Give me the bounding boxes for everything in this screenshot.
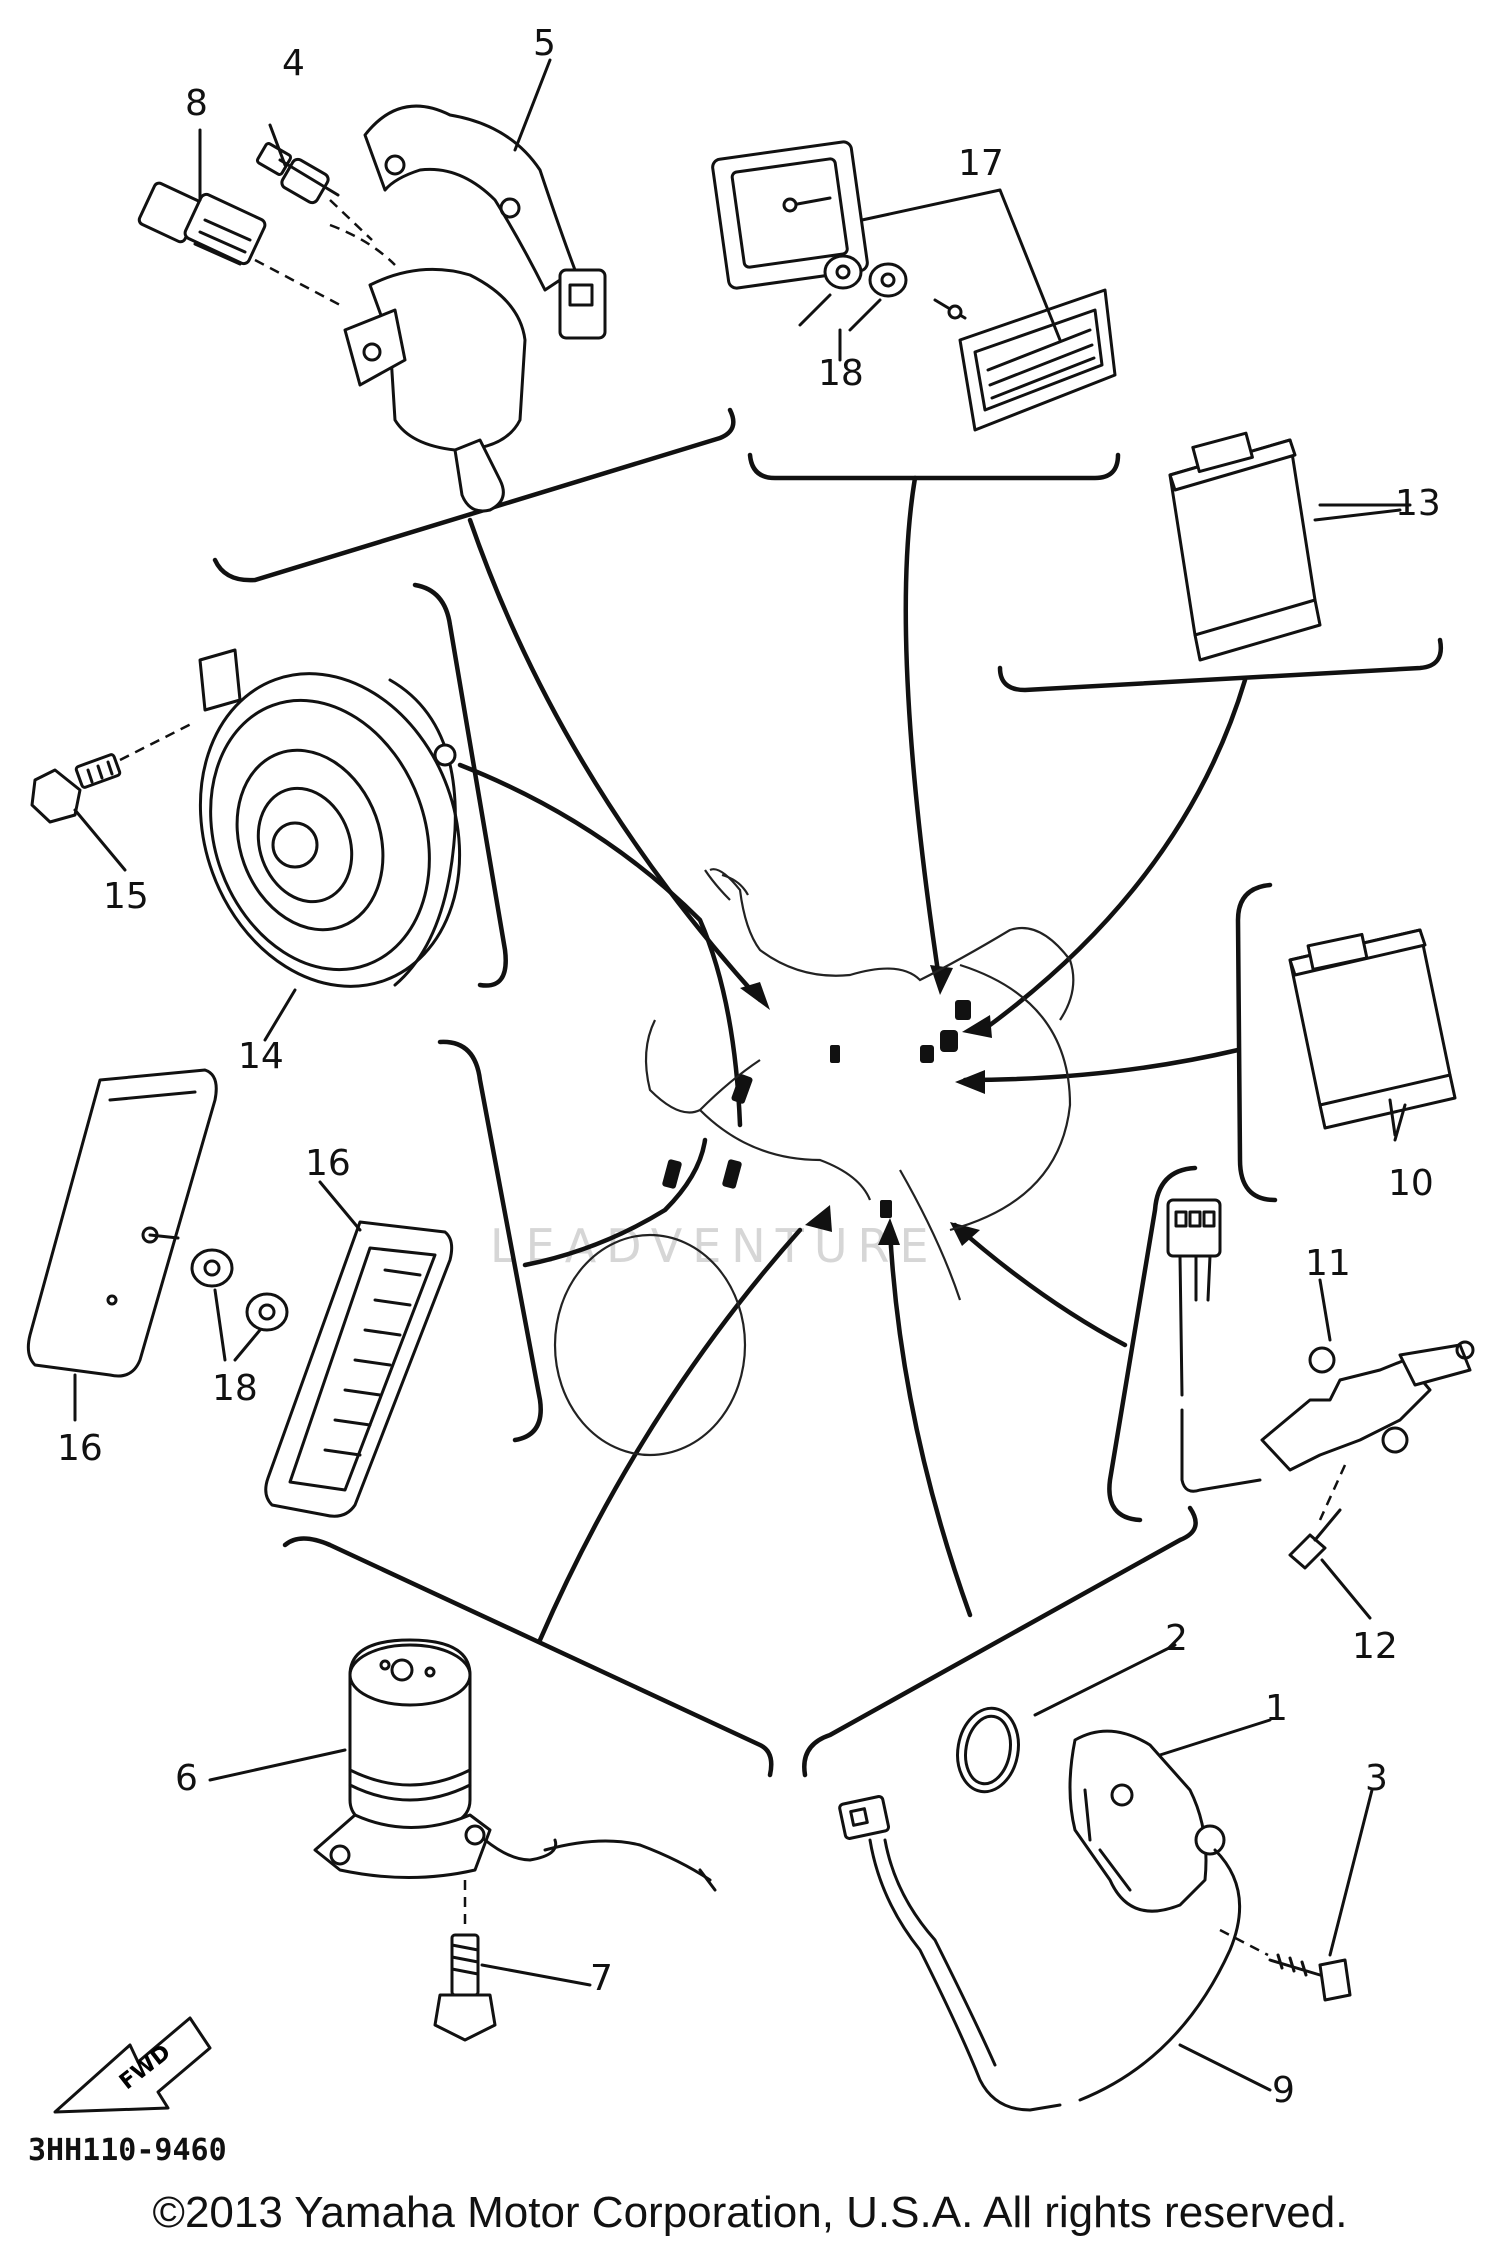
part-14-horn xyxy=(198,648,462,988)
callout-11: 11 xyxy=(1305,1243,1351,1284)
part-9-wire-lead xyxy=(838,1795,1242,2112)
copyright-notice: ©2013 Yamaha Motor Corporation, U.S.A. A… xyxy=(152,2188,1348,2237)
arrowheads xyxy=(740,965,992,1246)
lead-line-switch xyxy=(952,1222,1128,1348)
part-3-screw xyxy=(1219,1928,1352,2002)
callout-1: 1 xyxy=(1265,1688,1288,1729)
callout-18-lower: 18 xyxy=(212,1368,258,1409)
lead-line-bottom-right xyxy=(887,1227,973,1618)
callout-14: 14 xyxy=(238,1036,284,1077)
part-16-reflector-left xyxy=(26,1068,218,1378)
part-4-sensor-switch xyxy=(255,142,373,241)
callout-18-upper: 18 xyxy=(818,353,864,394)
part-13-relay xyxy=(1168,431,1402,662)
callout-16-right: 16 xyxy=(305,1143,351,1184)
part-7-bolt xyxy=(433,1880,497,2042)
part-12-screw xyxy=(1288,1508,1342,1570)
callout-16-left: 16 xyxy=(57,1428,103,1469)
callout-15: 15 xyxy=(103,876,149,917)
part-2-o-ring xyxy=(956,1706,1020,1794)
callout-labels: 1 2 3 4 5 6 7 8 9 10 11 12 13 14 15 16 1… xyxy=(57,23,1441,2111)
figure-code: 3HH110-9460 xyxy=(28,2133,227,2168)
bracket-bottom-left xyxy=(282,1536,774,1778)
callout-9: 9 xyxy=(1272,2070,1295,2111)
bracket-bottom-right xyxy=(802,1505,1198,1778)
callout-13: 13 xyxy=(1395,483,1441,524)
housing-sensor xyxy=(329,223,527,513)
part-17-reflector-upper xyxy=(711,140,869,290)
lead-line-top-right xyxy=(987,677,1248,1028)
part-15-bolt xyxy=(30,720,196,824)
lead-line-top-middle xyxy=(903,475,943,988)
part-6-solenoid xyxy=(313,1638,717,1892)
lead-line-bottom-left xyxy=(537,1227,803,1643)
bracket-top-right xyxy=(997,637,1444,693)
callout-leaders xyxy=(73,58,1412,2092)
part-18-nuts-lower xyxy=(190,1248,289,1362)
callout-6: 6 xyxy=(175,1758,198,1799)
callout-5: 5 xyxy=(533,23,556,64)
part-17-reflector-lower xyxy=(933,288,1117,432)
frame-outline xyxy=(553,868,1075,1457)
bracket-left-reflector xyxy=(437,1039,543,1443)
bracket-top-middle xyxy=(747,452,1121,481)
connectors-center xyxy=(662,1000,971,1218)
part-8-neutral-switch xyxy=(137,181,341,307)
bracket-right-switch xyxy=(1107,1165,1198,1523)
bracket-right-relay xyxy=(1235,882,1278,1203)
callout-10: 10 xyxy=(1388,1163,1434,1204)
watermark-text: LEADVENTURE xyxy=(490,1219,939,1273)
callout-4: 4 xyxy=(282,43,305,84)
callout-2: 2 xyxy=(1165,1618,1188,1659)
part-5-pulser-assembly xyxy=(363,104,607,340)
part-18-nuts-upper xyxy=(798,254,908,332)
callout-17: 17 xyxy=(958,143,1004,184)
callout-12: 12 xyxy=(1352,1626,1398,1667)
callout-7: 7 xyxy=(590,1958,613,1999)
lead-line-reflector xyxy=(522,1137,708,1268)
lead-line-relay xyxy=(962,1047,1241,1083)
part-16-reflector-right xyxy=(264,1220,454,1518)
forward-direction-arrow: FWD xyxy=(53,2016,212,2114)
part-11-switch-assembly xyxy=(1166,1198,1475,1521)
part-1-sensor xyxy=(1068,1729,1226,1913)
bracket-left-horn xyxy=(412,582,508,988)
callout-8: 8 xyxy=(185,83,208,124)
lead-line-horn xyxy=(457,762,743,1128)
part-10-relay xyxy=(1288,928,1457,1137)
callout-3: 3 xyxy=(1365,1758,1388,1799)
lead-line-top-left xyxy=(467,517,763,1003)
